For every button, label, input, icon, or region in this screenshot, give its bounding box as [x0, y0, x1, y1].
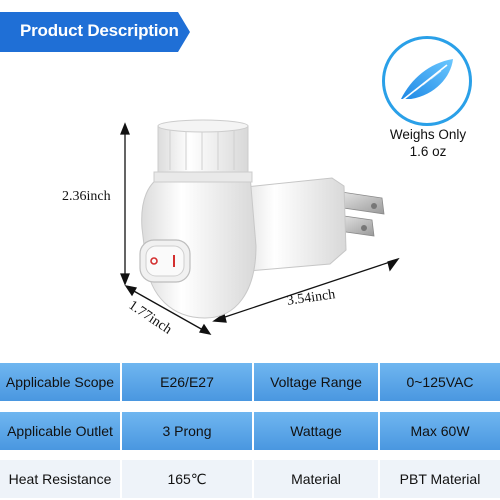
weight-label: Weighs Only 1.6 oz: [368, 126, 488, 160]
header-banner: [0, 12, 190, 52]
spec-label: Voltage Range: [254, 363, 378, 401]
spec-row: Applicable Outlet 3 Prong Wattage Max 60…: [0, 412, 500, 450]
depth-arrow: [124, 285, 212, 335]
height-arrow: [120, 122, 130, 286]
spec-label: Applicable Scope: [0, 363, 120, 401]
spec-row: Applicable Scope E26/E27 Voltage Range 0…: [0, 363, 500, 401]
spec-label: Applicable Outlet: [0, 412, 120, 450]
weight-badge: [382, 36, 472, 126]
rocker-switch-icon: [139, 239, 191, 283]
page-title: Product Description: [20, 21, 179, 40]
spec-label: Material: [254, 460, 378, 498]
weight-line2: 1.6 oz: [409, 144, 447, 159]
spec-value: Max 60W: [380, 412, 500, 450]
spec-value: E26/E27: [122, 363, 252, 401]
width-arrow: [212, 257, 400, 323]
spec-row: Heat Resistance 165℃ Material PBT Materi…: [0, 460, 500, 498]
spec-value: 3 Prong: [122, 412, 252, 450]
socket-adapter-illustration: [120, 119, 400, 335]
spec-value: 0~125VAC: [380, 363, 500, 401]
spec-value: 165℃: [122, 460, 252, 498]
weight-line1: Weighs Only: [389, 127, 467, 142]
spec-value: PBT Material: [380, 460, 500, 498]
height-dimension: 2.36inch: [62, 189, 111, 204]
spec-label: Heat Resistance: [0, 460, 120, 498]
spec-label: Wattage: [254, 412, 378, 450]
feather-icon: [398, 59, 453, 104]
